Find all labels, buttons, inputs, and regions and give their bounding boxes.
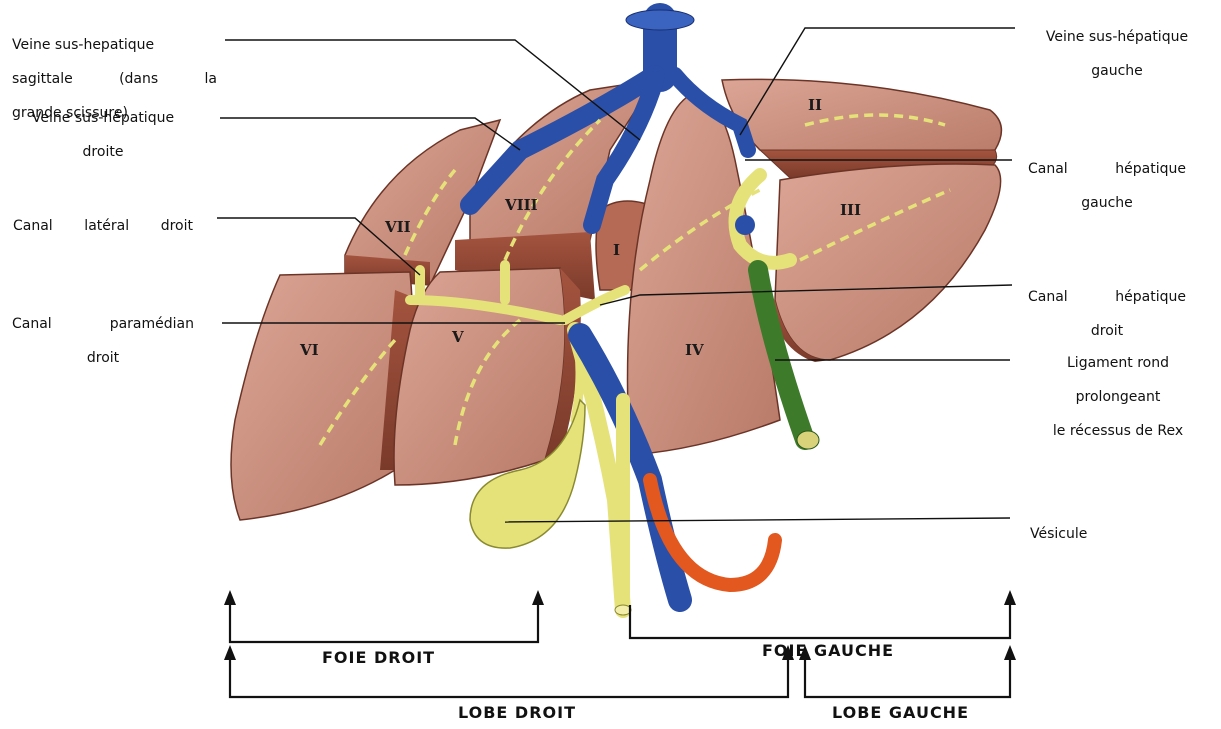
label-canal-paramedian: Canal paramédian droit	[12, 299, 194, 384]
segment-label-viii: VIII	[504, 196, 538, 214]
segment-label-v: V	[451, 328, 464, 346]
segment-label-i: I	[613, 241, 620, 259]
segment-label-iii: III	[840, 201, 861, 219]
segment-iii	[768, 164, 1001, 362]
label-foie-gauche: FOIE GAUCHE	[762, 641, 894, 660]
label-canal-hep-gauche: Canal hépatique gauche	[1028, 144, 1186, 229]
segment-ii	[722, 79, 1001, 178]
bracket-lobe-gauche	[805, 660, 1010, 697]
bracket-foie-droit	[230, 605, 538, 642]
label-veine-gauche: Veine sus-hépatique gauche	[1022, 12, 1212, 97]
bracket-lobe-droit	[230, 660, 788, 697]
label-lobe-gauche: LOBE GAUCHE	[832, 703, 969, 722]
label-vesicule: Vésicule	[1030, 509, 1150, 560]
ligament-end	[797, 431, 819, 449]
leader-vesicule	[505, 518, 1010, 522]
segment-vi	[231, 272, 421, 520]
label-foie-droit: FOIE DROIT	[322, 648, 435, 667]
label-canal-lateral: Canal latéral droit	[13, 201, 193, 252]
label-veine-droite: Veine sus-hépatique droite	[8, 93, 198, 178]
vena-cava-opening	[626, 10, 694, 30]
segment-label-ii: II	[808, 96, 822, 114]
segment-label-vi: VI	[299, 341, 319, 359]
segment-label-iv: IV	[685, 341, 704, 359]
segment-label-vii: VII	[384, 218, 411, 236]
bracket-foie-gauche	[630, 605, 1010, 638]
label-lobe-droit: LOBE DROIT	[458, 703, 576, 722]
label-ligament: Ligament rond prolongeant le récessus de…	[1018, 338, 1218, 457]
